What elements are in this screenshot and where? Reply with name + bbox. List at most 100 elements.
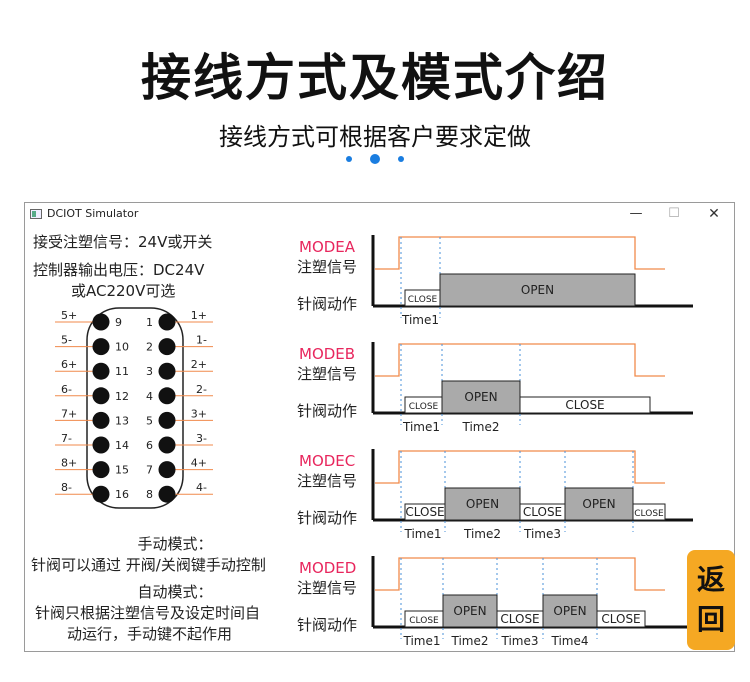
app-icon [30,209,42,219]
pin-number-right: 5 [146,414,153,427]
time-label: Time1 [402,420,440,434]
pin-number-left: 13 [115,414,129,427]
valve-segment-label: CLOSE [408,295,438,305]
auto-mode-desc-1: 针阀只根据注塑信号及设定时间自 [35,604,261,622]
window-titlebar[interactable]: DCIOT Simulator — ☐ ✕ [25,203,734,225]
valve-segment-label: OPEN [553,604,586,618]
pin-dot-left [92,461,110,479]
pin-number-right: 8 [146,488,153,501]
pin-label-left: 7+ [61,407,77,420]
time-label: Time1 [402,634,440,648]
mode-name: MODEA [299,238,356,256]
auto-mode-title: 自动模式： [137,583,213,601]
valve-segment [441,380,521,414]
action-label: 针阀动作 [297,616,357,634]
back-button-char-1: 返 [696,563,725,596]
pin-label-right: 2+ [191,358,207,371]
close-button[interactable]: ✕ [708,206,720,222]
pin-dot-right [158,436,176,454]
window-title: DCIOT Simulator [47,207,139,220]
pin-label-right: 2- [196,383,207,396]
pin-number-left: 14 [115,439,129,452]
time-label: Time4 [550,634,588,648]
valve-segment [519,396,651,414]
time-label: Time3 [523,527,561,541]
simulator-window: DCIOT Simulator — ☐ ✕ 接受注塑信号：24V或开关 控制器输… [24,202,735,652]
valve-segment-label: OPEN [521,283,554,297]
signal-label: 注塑信号 [297,579,357,597]
pager-dot-active [370,154,380,164]
pin-dot-left [92,338,110,356]
pin-label-left: 5- [61,334,72,347]
maximize-button[interactable]: ☐ [668,206,680,221]
valve-segment-label: OPEN [466,497,499,511]
pin-dot-left [92,387,110,405]
action-label: 针阀动作 [297,402,357,420]
pin-dot-left [92,411,110,429]
manual-mode-title: 手动模式： [137,535,213,553]
signal-label: 注塑信号 [297,365,357,383]
pin-label-right: 3- [196,432,207,445]
back-button-char-2: 回 [696,603,725,636]
time-label: Time1 [401,313,439,327]
pin-number-left: 15 [115,464,129,477]
pin-number-right: 3 [146,365,153,378]
back-button[interactable]: 返 回 [687,550,735,650]
valve-segment [444,487,521,521]
action-label: 针阀动作 [297,509,357,527]
valve-segment [596,610,646,628]
signal-label: 注塑信号 [297,472,357,490]
signal-label: 注塑信号 [297,258,357,276]
time-label: Time2 [461,420,499,434]
valve-segment [564,487,634,521]
pin-number-left: 11 [115,365,129,378]
pin-label-left: 8- [61,481,72,494]
pager-dot [398,156,404,162]
pin-dot-right [158,313,176,331]
valve-segment-label: OPEN [582,497,615,511]
time-label: Time2 [450,634,488,648]
valve-segment-label: CLOSE [409,402,439,412]
valve-segment-label: CLOSE [500,612,539,626]
injection-signal-line [375,450,665,484]
pin-label-right: 1- [196,334,207,347]
pin-label-left: 8+ [61,457,77,470]
input-signal-text: 接受注塑信号：24V或开关 [33,233,213,251]
pager-dots [340,152,410,166]
pin-dot-right [158,387,176,405]
pin-dot-left [92,436,110,454]
pin-dot-right [158,338,176,356]
pin-label-right: 3+ [191,407,207,420]
output-voltage-option-text: 或AC220V可选 [71,282,176,300]
injection-signal-line [375,236,665,270]
valve-segment-label: CLOSE [601,612,640,626]
page-subtitle: 接线方式可根据客户要求定做 [219,123,531,151]
mode-name: MODEB [299,345,355,363]
pin-number-right: 1 [146,316,153,329]
valve-segment [632,503,666,521]
time-label: Time3 [500,634,538,648]
valve-segment-label: CLOSE [405,505,444,519]
pin-label-right: 1+ [191,309,207,322]
pin-number-right: 2 [146,341,153,354]
action-label: 针阀动作 [297,295,357,313]
auto-mode-desc-2: 动运行，手动键不起作用 [67,625,233,643]
connector-body [86,307,184,509]
page-title: 接线方式及模式介绍 [141,49,609,107]
pin-dot-right [158,411,176,429]
minimize-button[interactable]: — [629,206,643,221]
pin-label-right: 4- [196,481,207,494]
pin-dot-right [158,461,176,479]
injection-signal-line [375,557,665,591]
pin-dot-left [92,485,110,503]
pin-label-left: 6+ [61,358,77,371]
pin-number-right: 4 [146,390,153,403]
pin-number-left: 9 [115,316,122,329]
injection-signal-line [375,343,665,377]
valve-segment-label: CLOSE [523,505,562,519]
valve-segment-label: CLOSE [409,616,439,626]
pager-dot [346,156,352,162]
valve-segment-label: OPEN [464,390,497,404]
pin-label-right: 4+ [191,457,207,470]
